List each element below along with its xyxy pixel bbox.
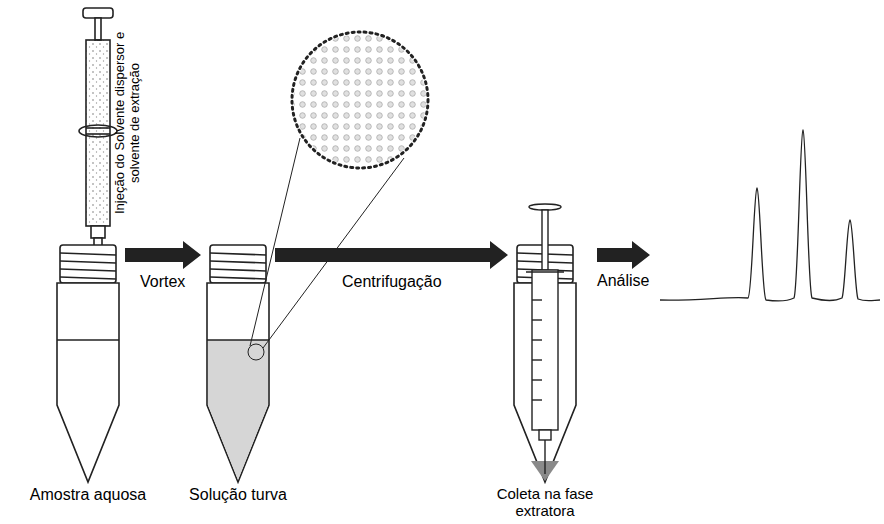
syringe-caption: Injeção do Solvente dispersor e solvente… xyxy=(113,8,143,238)
step-label: Amostra aquosa xyxy=(30,486,147,504)
step-name: Análise xyxy=(595,272,651,290)
step-name: Centrifugação xyxy=(340,273,444,291)
magnified-droplets xyxy=(250,32,428,348)
process-arrow xyxy=(275,241,508,269)
tube xyxy=(57,245,119,482)
tube xyxy=(207,245,269,482)
step-label: Solução turva xyxy=(189,486,287,504)
tube-node: Solução turva xyxy=(207,245,269,482)
step-name: Vortex xyxy=(138,273,187,291)
tube-node: Amostra aquosa xyxy=(57,245,119,482)
tube xyxy=(514,245,576,482)
chromatogram xyxy=(660,130,880,301)
process-arrow xyxy=(125,241,201,269)
step-label: Coleta na fase extratora xyxy=(470,486,620,519)
syringe xyxy=(526,204,564,474)
tube-node: Coleta na fase extratora xyxy=(514,245,576,482)
process-arrow xyxy=(597,241,650,269)
